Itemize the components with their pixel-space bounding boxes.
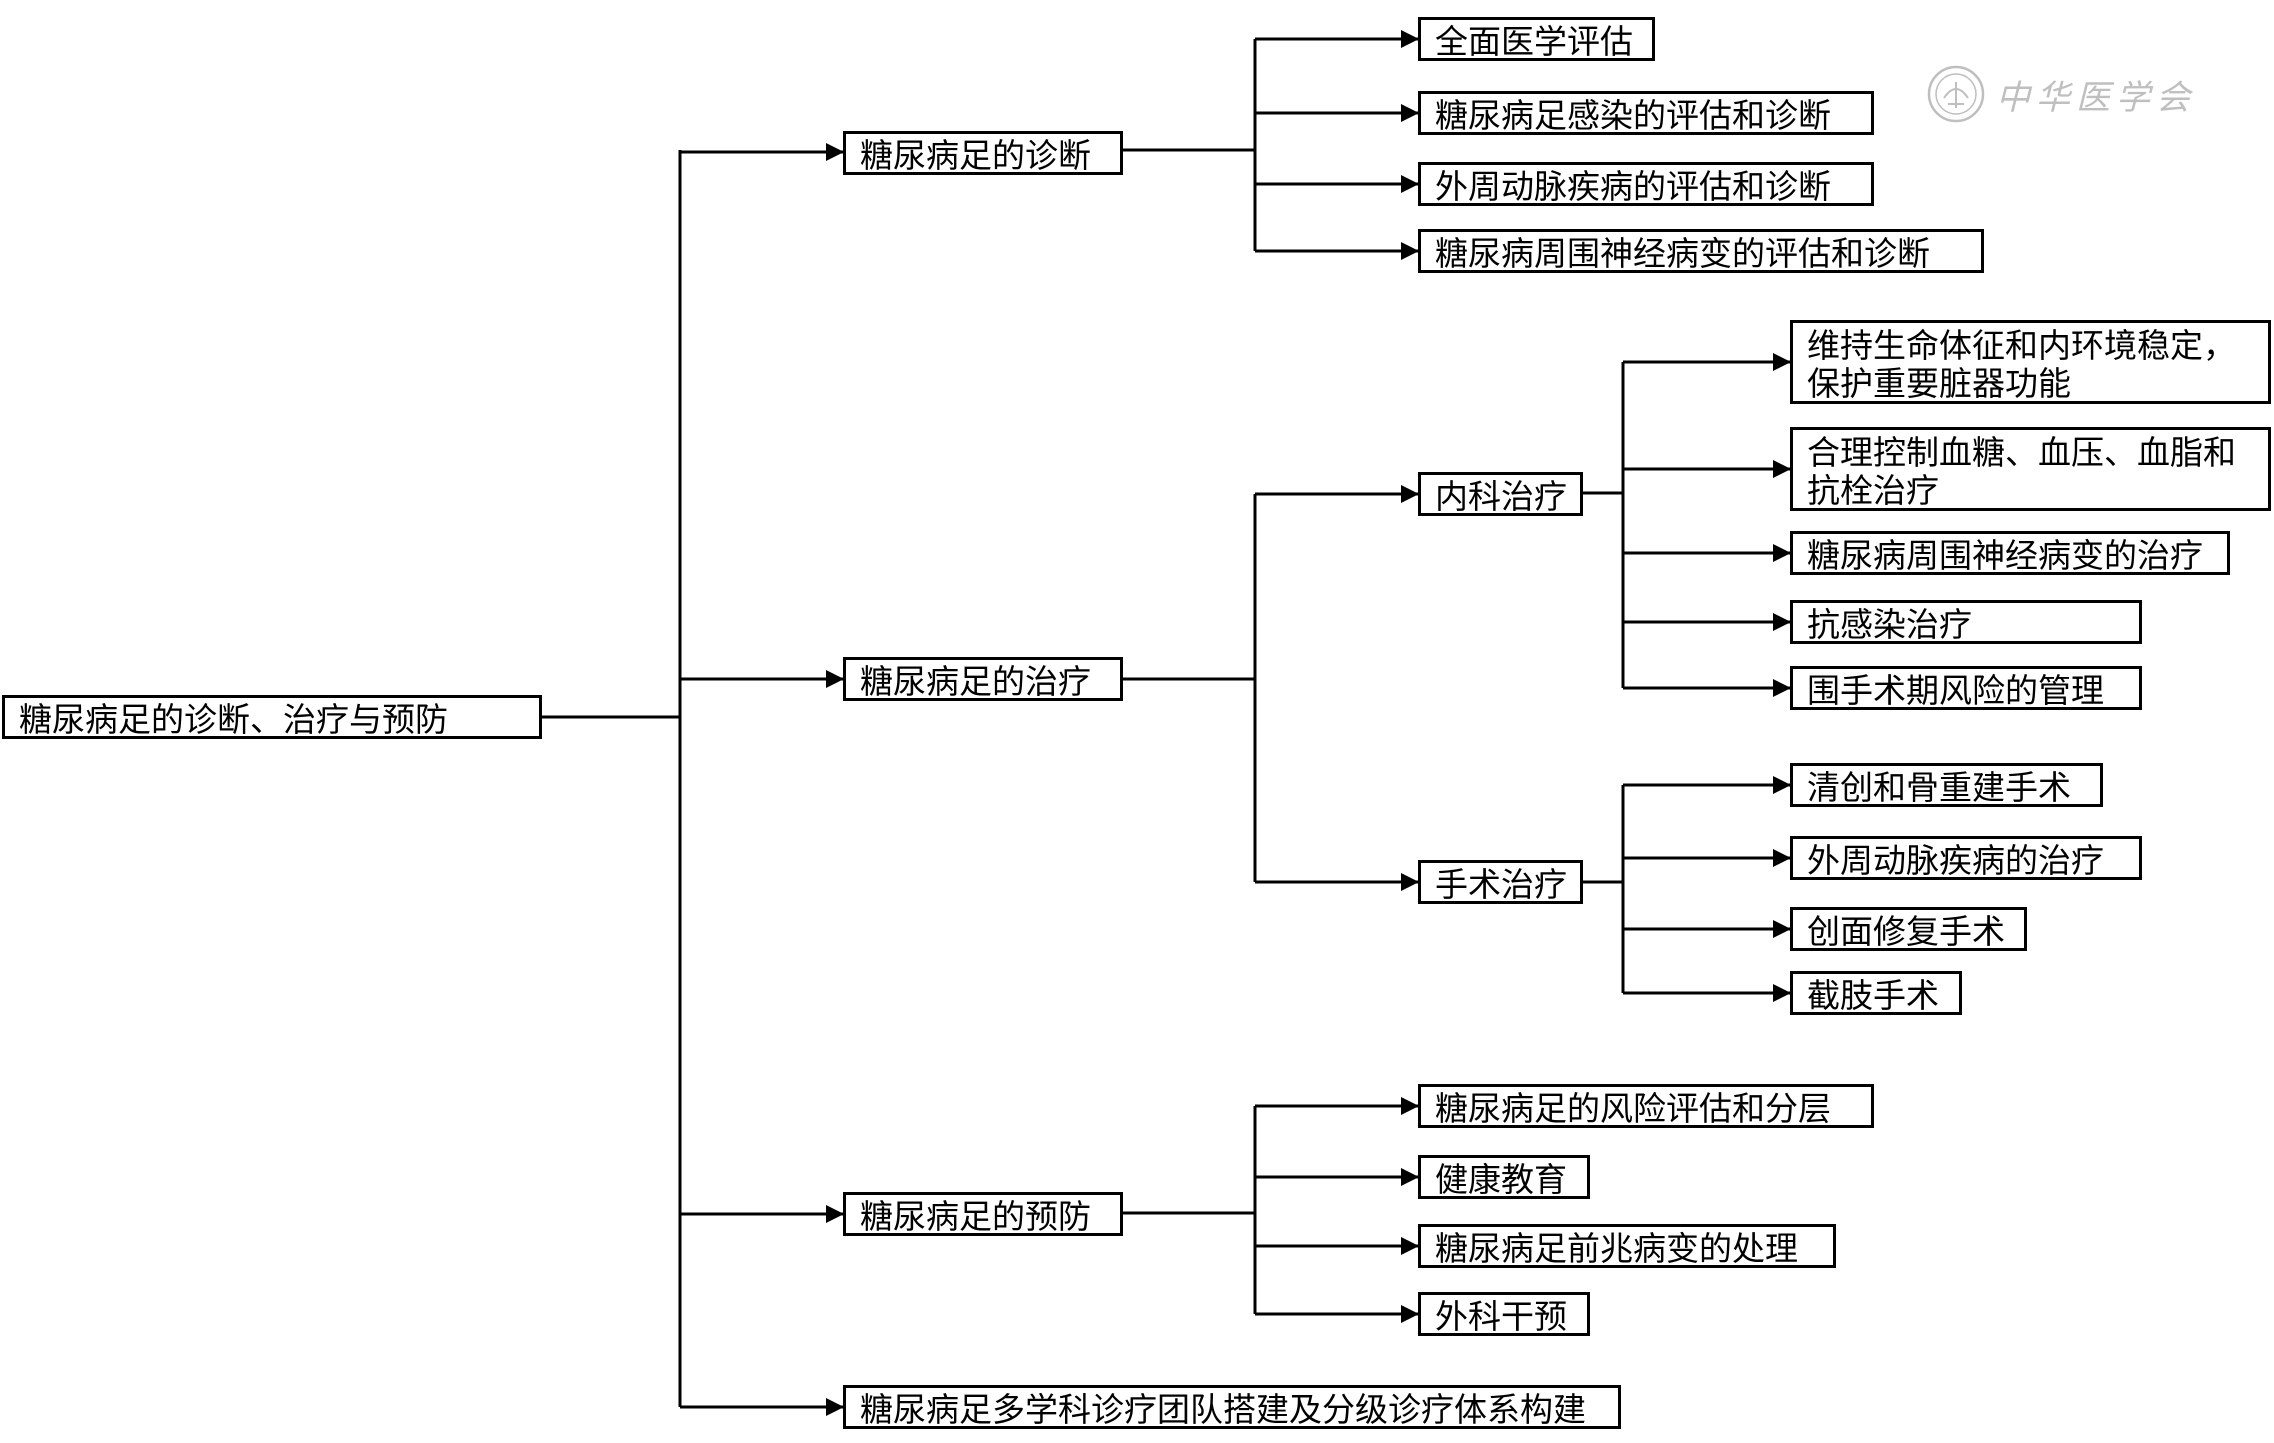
prevention-item: 外科干预 xyxy=(1418,1292,1590,1336)
medical-item: 糖尿病周围神经病变的治疗 xyxy=(1790,531,2230,575)
medical-item-line: 抗栓治疗 xyxy=(1807,471,1939,510)
medical-item: 维持生命体征和内环境稳定， 保护重要脏器功能 xyxy=(1790,320,2271,404)
surgical-item: 创面修复手术 xyxy=(1790,907,2027,951)
diagnosis-item: 糖尿病足感染的评估和诊断 xyxy=(1418,91,1874,135)
diagnosis-item: 外周动脉疾病的评估和诊断 xyxy=(1418,162,1874,206)
root-node: 糖尿病足的诊断、治疗与预防 xyxy=(2,695,542,739)
node-surgical: 手术治疗 xyxy=(1418,860,1583,904)
prevention-item: 糖尿病足的风险评估和分层 xyxy=(1418,1084,1874,1128)
surgical-item: 截肢手术 xyxy=(1790,971,1962,1015)
medical-item-line: 保护重要脏器功能 xyxy=(1807,364,2071,403)
prevention-item: 健康教育 xyxy=(1418,1155,1590,1199)
node-treatment: 糖尿病足的治疗 xyxy=(843,657,1123,701)
surgical-item: 外周动脉疾病的治疗 xyxy=(1790,836,2142,880)
society-seal-icon xyxy=(1927,65,1985,123)
medical-item: 合理控制血糖、血压、血脂和 抗栓治疗 xyxy=(1790,427,2271,511)
society-logo: 中华医学会 xyxy=(1926,58,2226,138)
medical-item-line: 合理控制血糖、血压、血脂和 xyxy=(1807,433,2236,472)
medical-item: 抗感染治疗 xyxy=(1790,600,2142,644)
surgical-item: 清创和骨重建手术 xyxy=(1790,763,2103,807)
node-prevention: 糖尿病足的预防 xyxy=(843,1192,1123,1236)
diagnosis-item: 全面医学评估 xyxy=(1418,17,1655,61)
node-diagnosis: 糖尿病足的诊断 xyxy=(843,131,1123,175)
node-medical: 内科治疗 xyxy=(1418,472,1583,516)
society-logo-text: 中华医学会 xyxy=(1996,78,2196,118)
diagnosis-item: 糖尿病周围神经病变的评估和诊断 xyxy=(1418,229,1984,273)
medical-item: 围手术期风险的管理 xyxy=(1790,666,2142,710)
medical-item-line: 维持生命体征和内环境稳定， xyxy=(1807,326,2236,365)
prevention-item: 糖尿病足前兆病变的处理 xyxy=(1418,1224,1836,1268)
node-mdt: 糖尿病足多学科诊疗团队搭建及分级诊疗体系构建 xyxy=(843,1385,1621,1429)
